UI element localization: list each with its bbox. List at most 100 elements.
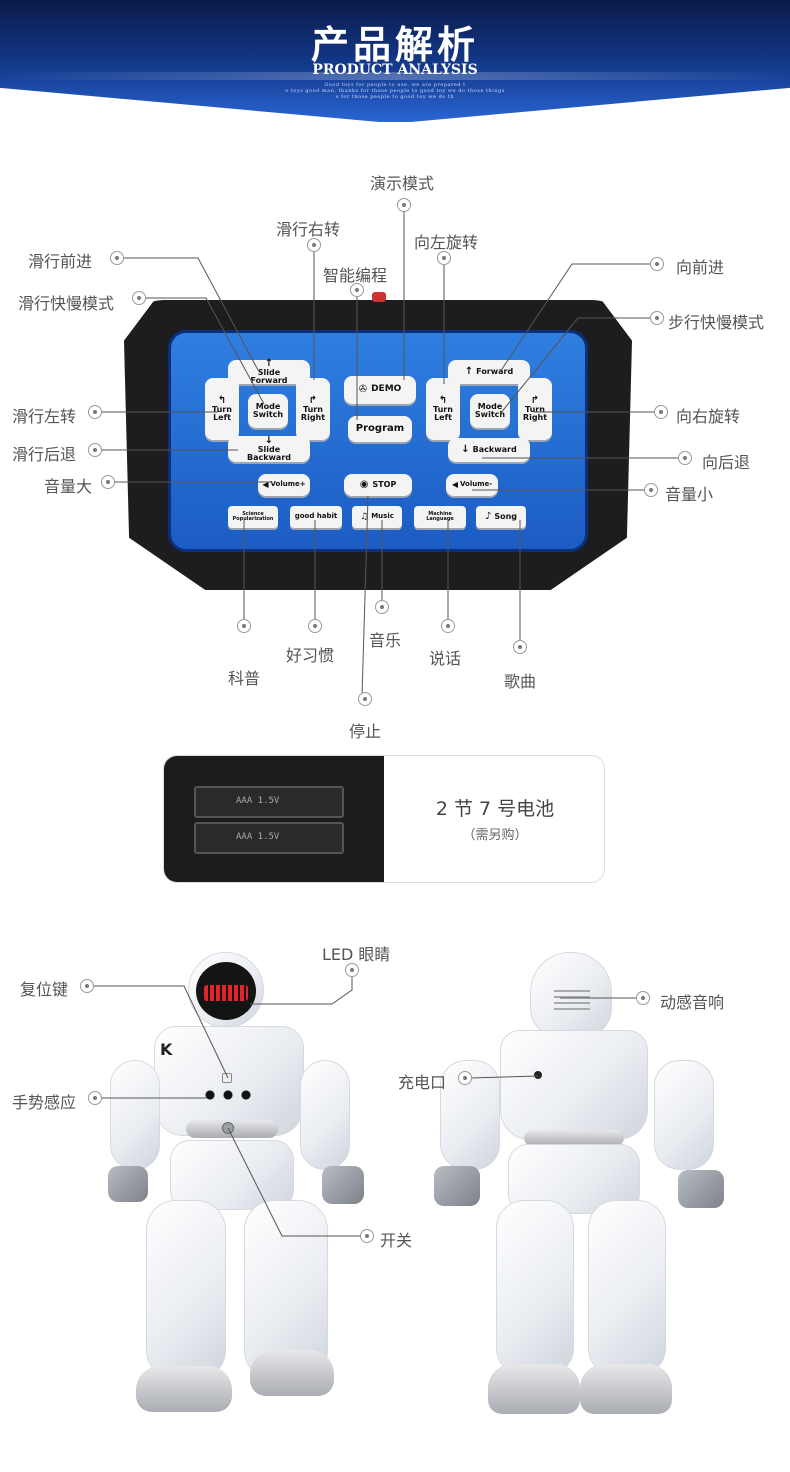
pointer-dot [101,475,115,489]
label-song: 歌曲 [504,672,537,691]
pointer-dot [644,483,658,497]
label-smart-program: 智能编程 [323,266,388,285]
charging-port[interactable] [534,1071,542,1079]
pointer-dot [437,251,451,265]
pointer-dot [88,443,102,457]
label-slide-turn-left: 滑行左转 [12,407,77,426]
robot-back-right-arm [654,1060,714,1170]
battery-slot: AAA 1.5V [194,822,344,854]
label-slide-forward: 滑行前进 [28,252,93,271]
stop-button[interactable]: ◉ STOP [344,474,412,496]
pointer-dot [88,1091,102,1105]
battery-slot: AAA 1.5V [194,786,344,818]
pointer-dot [237,619,251,633]
led-eyes [204,985,248,1001]
demo-button[interactable]: ✇ DEMO [344,376,416,404]
mode-switch-right-button[interactable]: Mode Switch [470,394,510,428]
page-subtitle: PRODUCT ANALYSIS [312,62,478,78]
robot-back-left-hand [434,1166,480,1206]
robot-back-right-leg [588,1200,666,1376]
robot-right-foot [250,1350,334,1396]
pointer-dot [654,405,668,419]
robot-left-hand [108,1166,148,1202]
pointer-dot [513,640,527,654]
good-habit-button[interactable]: good habit [290,506,342,528]
label-reset-key: 复位键 [20,980,69,999]
turn-right-arrow-icon: ↱ [530,394,540,406]
label-slide-fast-slow: 滑行快慢模式 [18,294,115,313]
k-logo-icon: K [160,1040,173,1059]
battery-card: AAA 1.5V AAA 1.5V 2 节 7 号电池 （需另购） [163,755,605,883]
pointer-dot [650,257,664,271]
battery-title: 2 节 7 号电池 [435,798,555,820]
forward-button[interactable]: ↑ Forward [448,360,530,384]
pointer-dot [88,405,102,419]
reset-key-button[interactable] [222,1073,232,1083]
label-demo-mode: 演示模式 [370,174,435,193]
science-button[interactable]: Science Popularization [228,506,278,528]
tagline-3: s for those people to good toy we do th [335,94,455,100]
film-reel-icon: ✇ [358,384,368,395]
robot-back-right-foot [580,1364,672,1414]
label-science: 科普 [228,669,261,688]
speaker-icon: ◀ [262,480,269,489]
turn-right-button[interactable]: ↱ Turn Right [296,378,330,440]
label-walk-fast-slow: 步行快慢模式 [668,313,765,332]
turn-left-arrow-icon: ↰ [217,394,227,406]
pointer-dot [636,991,650,1005]
music-button[interactable]: ♫ Music [352,506,402,528]
song-button[interactable]: ♪ Song [476,506,526,528]
label-slide-backward: 滑行后退 [12,445,77,464]
robot-left-foot [136,1366,232,1412]
speaker-icon: ◀ [451,480,458,489]
remote-led-indicator [372,292,386,302]
robot-right-arm [300,1060,350,1170]
turn-left-button[interactable]: ↰ Turn Left [205,378,239,440]
pointer-dot [110,251,124,265]
robot-back-left-leg [496,1200,574,1376]
label-volume-up: 音量大 [44,477,93,496]
label-slide-turn-right: 滑行右转 [276,220,341,239]
slide-backward-button[interactable]: ↓ Slide Backward [228,434,310,462]
header-stripe [0,72,790,80]
pointer-dot [441,619,455,633]
tagline-2: o toys good man, thanks for those people… [285,88,505,94]
robot-back-torso [500,1030,648,1140]
label-turn-right-spin: 向右旋转 [676,407,741,426]
label-led-eyes: LED 眼睛 [322,945,391,964]
robot-left-leg [146,1200,226,1380]
pointer-dot [307,238,321,252]
battery-compartment-photo: AAA 1.5V AAA 1.5V [164,756,384,882]
turn-right-spin-button[interactable]: ↱ Turn Right [518,378,552,440]
robot-right-hand [322,1166,364,1204]
label-charging-port: 充电口 [398,1073,447,1092]
label-dynamic-speaker: 动感音响 [660,993,725,1012]
mode-switch-left-button[interactable]: Mode Switch [248,394,288,428]
pointer-dot [360,1229,374,1243]
pointer-dot [308,619,322,633]
turn-left-spin-button[interactable]: ↰ Turn Left [426,378,460,440]
machine-language-button[interactable]: Machine Language [414,506,466,528]
guitar-icon: ♫ [360,511,369,522]
robot-back-left-foot [488,1364,580,1414]
pointer-dot [80,979,94,993]
power-switch[interactable] [222,1122,234,1134]
label-stop: 停止 [349,722,382,741]
pointer-dot [345,963,359,977]
volume-up-button[interactable]: ◀ Volume+ [258,474,310,496]
gesture-sensor [204,1090,252,1100]
label-talk: 说话 [429,649,462,668]
program-button[interactable]: Program [348,416,412,442]
pointer-dot [350,283,364,297]
label-gesture-sensor: 手势感应 [12,1093,77,1112]
speaker-grille [554,990,590,1010]
arrow-down-icon: ↓ [461,444,470,455]
stop-circle-icon: ◉ [359,479,369,490]
turn-right-arrow-icon: ↱ [308,394,318,406]
arrow-up-icon: ↑ [464,366,474,377]
robot-back-waist [524,1130,624,1146]
label-good-habit: 好习惯 [286,646,335,665]
robot-left-arm [110,1060,160,1170]
arrow-down-icon: ↓ [264,434,274,446]
turn-left-arrow-icon: ↰ [438,394,448,406]
